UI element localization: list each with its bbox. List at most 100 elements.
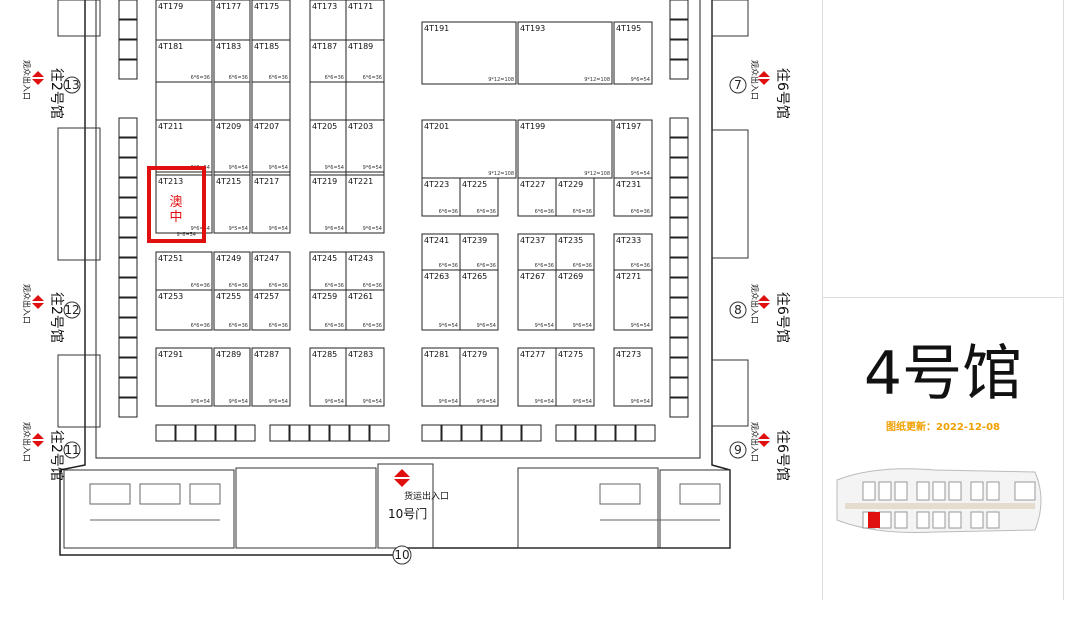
strip-booth[interactable] — [501, 424, 522, 442]
strip-booth[interactable] — [575, 424, 596, 442]
side-booth[interactable] — [669, 197, 689, 218]
strip-booth[interactable] — [289, 424, 310, 442]
side-booth[interactable] — [669, 157, 689, 178]
side-booth[interactable] — [118, 197, 138, 218]
side-booth[interactable] — [118, 177, 138, 198]
side-booth[interactable] — [118, 59, 138, 80]
side-booth[interactable] — [669, 177, 689, 198]
side-booth[interactable] — [118, 237, 138, 258]
strip-booth[interactable] — [175, 424, 196, 442]
side-booth[interactable] — [118, 397, 138, 418]
strip-booth[interactable] — [635, 424, 656, 442]
side-booth[interactable] — [669, 137, 689, 158]
highlight-booth-frame[interactable] — [147, 166, 206, 243]
side-booth[interactable] — [118, 377, 138, 398]
side-booth[interactable] — [669, 0, 689, 20]
strip-booth[interactable] — [615, 424, 636, 442]
side-booth[interactable] — [118, 357, 138, 378]
strip-booth[interactable] — [269, 424, 290, 442]
strip-booth[interactable] — [329, 424, 350, 442]
side-booth[interactable] — [669, 19, 689, 40]
strip-booth[interactable] — [309, 424, 330, 442]
strip-booth[interactable] — [481, 424, 502, 442]
side-booth[interactable] — [669, 297, 689, 318]
side-booth[interactable] — [118, 117, 138, 138]
side-booth[interactable] — [118, 137, 138, 158]
strip-booth[interactable] — [155, 424, 176, 442]
strip-booth[interactable] — [555, 424, 576, 442]
side-booth[interactable] — [118, 217, 138, 238]
side-booth[interactable] — [669, 257, 689, 278]
strip-booth[interactable] — [195, 424, 216, 442]
side-booth[interactable] — [669, 237, 689, 258]
strip-booth[interactable] — [369, 424, 390, 442]
side-booth[interactable] — [669, 117, 689, 138]
side-booth[interactable] — [669, 337, 689, 358]
side-booth[interactable] — [669, 217, 689, 238]
side-booth[interactable] — [118, 257, 138, 278]
side-booth[interactable] — [669, 377, 689, 398]
side-booth[interactable] — [669, 317, 689, 338]
side-booth[interactable] — [118, 0, 138, 20]
strip-booth[interactable] — [349, 424, 370, 442]
strip-booth[interactable] — [441, 424, 462, 442]
side-booth[interactable] — [118, 297, 138, 318]
strip-booth[interactable] — [521, 424, 542, 442]
strip-booth[interactable] — [421, 424, 442, 442]
side-booth[interactable] — [669, 59, 689, 80]
strip-booth[interactable] — [235, 424, 256, 442]
strip-booth[interactable] — [215, 424, 236, 442]
side-booth[interactable] — [118, 317, 138, 338]
side-booth[interactable] — [669, 397, 689, 418]
side-booth[interactable] — [118, 337, 138, 358]
strip-booth[interactable] — [461, 424, 482, 442]
side-booth[interactable] — [669, 357, 689, 378]
